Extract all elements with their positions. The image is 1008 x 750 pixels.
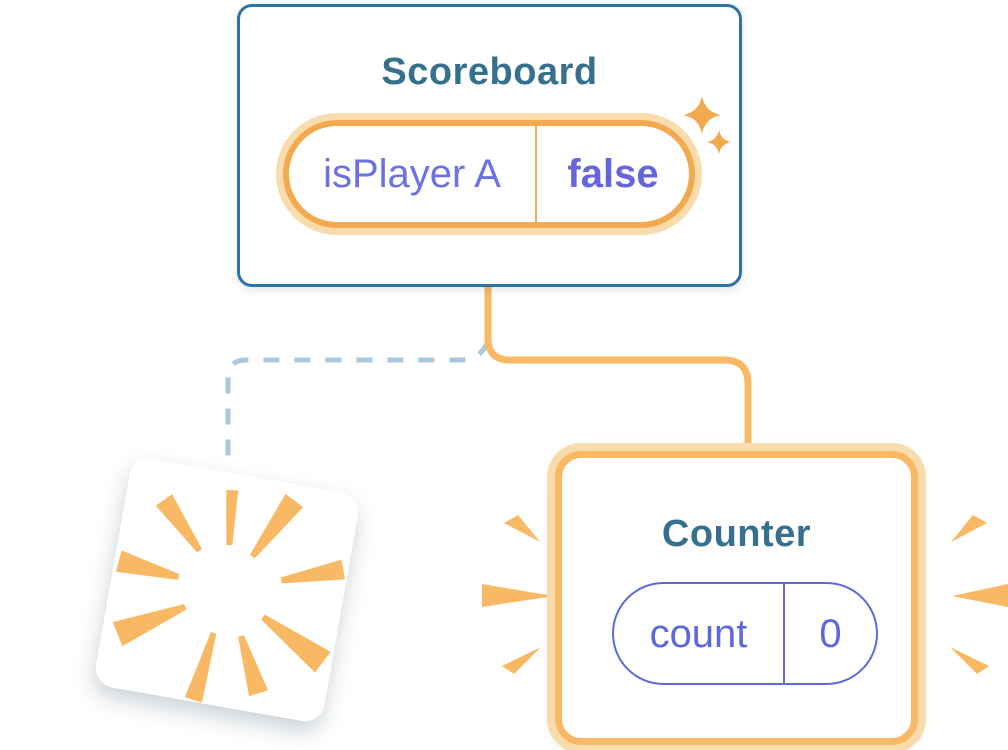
state-label: count <box>649 611 748 656</box>
counter-card: Counter count 0 <box>555 451 918 745</box>
dashed-connector-line <box>225 340 491 459</box>
state-value: 0 <box>819 611 842 656</box>
counter-state-pill: count 0 <box>612 582 878 685</box>
burst-icon <box>112 489 345 703</box>
pill-divider <box>535 126 537 222</box>
pill-divider <box>783 584 785 683</box>
counter-title: Counter <box>661 513 812 555</box>
destroyed-component-card <box>92 455 362 725</box>
solid-connector-line <box>484 282 752 457</box>
scoreboard-state-pill: isPlayer A false <box>283 120 695 228</box>
scoreboard-title: Scoreboard <box>381 51 598 93</box>
state-value: false <box>567 152 659 196</box>
sparkles-icon <box>683 96 731 154</box>
state-label: isPlayer A <box>323 152 501 196</box>
scoreboard-card: Scoreboard isPlayer A false <box>237 4 742 287</box>
